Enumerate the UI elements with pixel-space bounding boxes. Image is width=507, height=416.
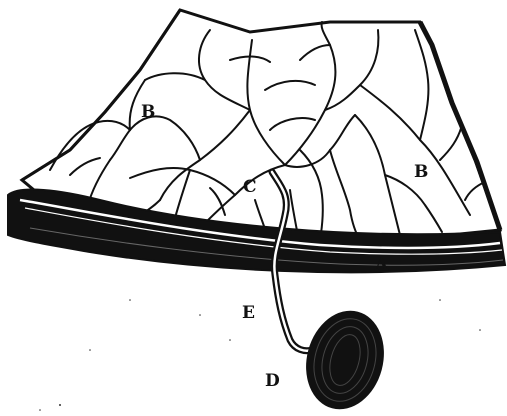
label-c: C (243, 177, 257, 197)
corpuscle (295, 302, 394, 416)
label-e: E (242, 303, 255, 323)
paper-speckles (39, 299, 481, 411)
label-a: A (374, 255, 389, 275)
label-b-left: B (141, 102, 155, 122)
label-d: D (265, 371, 280, 391)
label-b-right: B (414, 162, 428, 182)
